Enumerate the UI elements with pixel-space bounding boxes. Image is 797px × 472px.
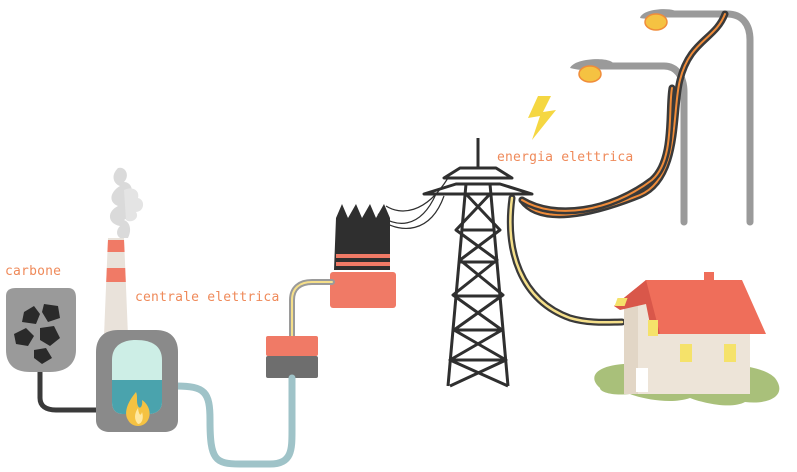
- transformer-base: [330, 272, 396, 308]
- steam-pipe: [172, 374, 296, 468]
- transformer: [330, 204, 396, 308]
- cable-to-house: [506, 194, 626, 326]
- coal-piece: [42, 304, 60, 322]
- chimney-house: [704, 272, 714, 284]
- converter-cable: [289, 279, 335, 343]
- label-centrale-elettrica: centrale elettrica: [135, 290, 280, 305]
- label-carbone: carbone: [5, 264, 62, 279]
- transmission-tower: [422, 138, 534, 388]
- cable-to-lamps: [518, 10, 729, 219]
- converter: [266, 336, 318, 378]
- lightning-bolt-icon: [528, 96, 556, 140]
- coal-pipe: [37, 369, 107, 413]
- power-plant: [96, 330, 178, 432]
- window: [680, 344, 692, 362]
- coal-piece: [34, 348, 52, 364]
- coal-bin: [6, 288, 76, 372]
- roof-window: [614, 298, 628, 306]
- coal-piece: [14, 328, 34, 346]
- house-roof: [614, 280, 766, 334]
- label-energia-elettrica: energia elettrica: [497, 150, 634, 165]
- lamp-bulb-far: [644, 13, 668, 31]
- window: [724, 344, 736, 362]
- smoke: [109, 167, 144, 239]
- door: [636, 368, 648, 392]
- coal-piece: [22, 306, 40, 324]
- house: [614, 272, 766, 394]
- street-lamp-far: [640, 9, 754, 226]
- coal-piece: [40, 326, 60, 346]
- window: [648, 320, 658, 336]
- chimney: [104, 238, 128, 336]
- water: [112, 380, 162, 414]
- lamp-bulb-near: [578, 65, 602, 83]
